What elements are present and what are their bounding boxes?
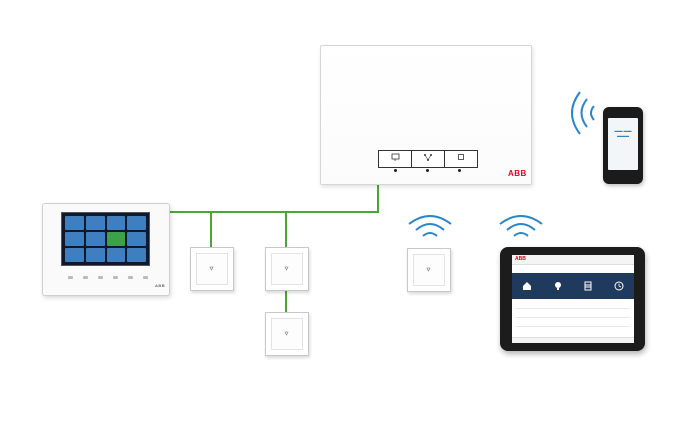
- square-button[interactable]: [445, 151, 477, 167]
- display-button[interactable]: [379, 151, 412, 167]
- tablet-list: [512, 299, 634, 327]
- network-icon: [424, 154, 432, 161]
- touch-panel-keys: [68, 276, 148, 280]
- panel-tile[interactable]: [127, 248, 146, 262]
- abb-logo: ABB: [155, 283, 166, 288]
- panel-key[interactable]: [143, 276, 148, 279]
- abb-logo: ABB: [508, 169, 527, 178]
- wifi-icon: [499, 215, 543, 237]
- touch-panel-screen[interactable]: [61, 212, 150, 266]
- phone-screen-text: ▬▬ ▬▬▬▬▬: [614, 128, 632, 138]
- bus-wire-switch-1: [210, 211, 212, 248]
- tablet-tile[interactable]: [610, 276, 628, 296]
- wireless-wall-switch[interactable]: [407, 248, 451, 292]
- panel-key[interactable]: [98, 276, 103, 279]
- wall-switch[interactable]: [190, 247, 234, 291]
- wall-switch[interactable]: [265, 247, 309, 291]
- panel-key[interactable]: [68, 276, 73, 279]
- panel-tile[interactable]: [85, 248, 105, 262]
- bus-wire-switch-3: [285, 291, 287, 313]
- list-item[interactable]: [516, 303, 630, 309]
- tablet-screen[interactable]: ABB: [512, 255, 634, 343]
- wifi-icon: [571, 91, 595, 135]
- led-indicator: [458, 169, 461, 172]
- panel-key[interactable]: [83, 276, 88, 279]
- tablet-tile-bar: [512, 273, 634, 299]
- led-indicator: [394, 169, 397, 172]
- smartphone-screen[interactable]: ▬▬ ▬▬▬▬▬: [608, 118, 638, 170]
- switch-symbol-icon: [209, 266, 214, 271]
- square-icon: [458, 154, 464, 160]
- panel-tile[interactable]: [127, 232, 146, 246]
- list-item[interactable]: [516, 321, 630, 327]
- wall-switch[interactable]: [265, 312, 309, 356]
- tablet-tile[interactable]: [518, 276, 536, 296]
- abb-logo: ABB: [515, 256, 526, 262]
- list-item[interactable]: [516, 312, 630, 318]
- bus-wire-vertical-ap: [377, 182, 379, 213]
- switch-symbol-icon: [426, 267, 431, 272]
- bus-wire-horizontal: [168, 211, 379, 213]
- panel-tile[interactable]: [106, 216, 126, 230]
- tablet-footer: [512, 337, 634, 343]
- panel-tile[interactable]: [85, 232, 105, 246]
- switch-symbol-icon: [284, 266, 289, 271]
- led-indicator: [426, 169, 429, 172]
- wifi-icon: [408, 215, 452, 237]
- blind-icon: [584, 281, 592, 291]
- display-icon: [391, 153, 400, 161]
- switch-symbol-icon: [284, 331, 289, 336]
- panel-tile[interactable]: [127, 216, 146, 230]
- panel-tile[interactable]: [85, 216, 105, 230]
- panel-tile[interactable]: [106, 248, 126, 262]
- tablet-app-header: ABB: [512, 255, 634, 265]
- network-button[interactable]: [412, 151, 445, 167]
- panel-tile[interactable]: [65, 216, 84, 230]
- panel-tile[interactable]: [106, 232, 126, 246]
- clock-icon: [614, 281, 624, 291]
- tablet-tile[interactable]: [549, 276, 567, 296]
- access-point-buttons: [378, 150, 478, 168]
- panel-key[interactable]: [113, 276, 118, 279]
- home-icon: [523, 282, 532, 290]
- panel-tile[interactable]: [65, 248, 84, 262]
- tablet-tile[interactable]: [579, 276, 597, 296]
- bus-wire-switch-2: [285, 211, 287, 248]
- panel-key[interactable]: [128, 276, 133, 279]
- bulb-icon: [554, 282, 561, 290]
- panel-tile[interactable]: [65, 232, 84, 246]
